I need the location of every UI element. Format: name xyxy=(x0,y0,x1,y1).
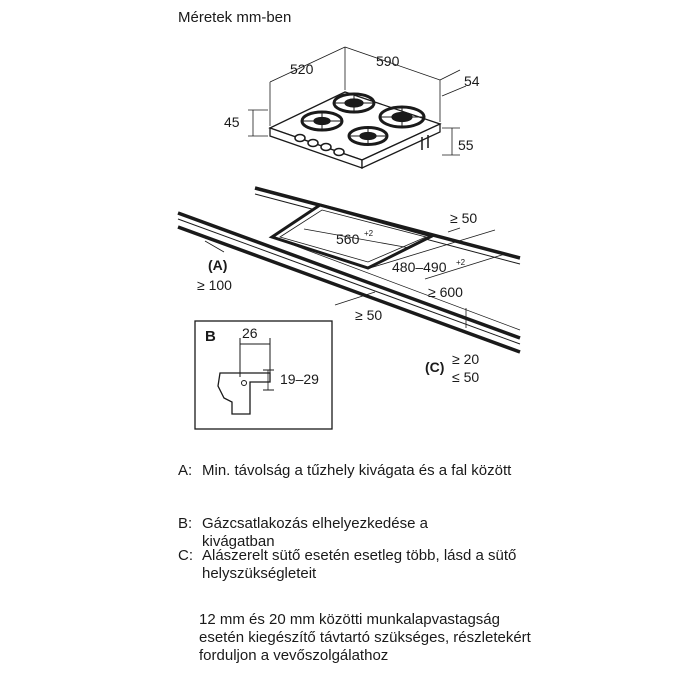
detail-b-offset-label: 26 xyxy=(242,325,258,341)
hob-back-height-label: 55 xyxy=(458,137,474,153)
burner-front-left xyxy=(300,110,344,132)
clearance-a-label: ≥ 100 xyxy=(197,277,232,293)
legend-item-b: B: Gázcsatlakozás elhelyezkedése a kivág… xyxy=(178,515,487,551)
label-a: (A) xyxy=(208,257,227,273)
cutout-depth-label: 480–490 xyxy=(392,259,447,275)
hob-illustration xyxy=(268,91,442,170)
legend-text: Min. távolság a tűzhely kivágata és a fa… xyxy=(202,462,512,479)
cutout-dimension-lines xyxy=(204,227,506,328)
clearance-front-label: ≥ 50 xyxy=(355,307,382,323)
legend-key: B: xyxy=(178,515,193,532)
cutout-depth-tolerance: +2 xyxy=(456,258,466,267)
clearance-side-label: ≥ 600 xyxy=(428,284,463,300)
clearance-back-label: ≥ 50 xyxy=(450,210,477,226)
cutout-width-label: 560 xyxy=(336,231,360,247)
burner-back-left xyxy=(332,92,376,114)
detail-b-box: B 26 19–29 xyxy=(194,320,333,430)
diagram-title: Méretek mm-ben xyxy=(178,9,291,26)
hob-depth-label: 520 xyxy=(290,61,314,77)
legend-key: A: xyxy=(178,462,193,479)
detail-b-range-label: 19–29 xyxy=(280,371,319,387)
hob-width-label: 590 xyxy=(376,53,400,69)
legend-key: C: xyxy=(178,547,193,564)
clearance-c-min-label: ≥ 20 xyxy=(452,351,479,367)
cutout xyxy=(268,203,437,270)
legend-item-a: A: Min. távolság a tűzhely kivágata és a… xyxy=(178,462,532,480)
label-c: (C) xyxy=(425,359,444,375)
legend-text: Alászerelt sütő esetén esetleg több, lás… xyxy=(202,547,517,582)
detail-b-label: B xyxy=(205,328,216,345)
cutout-width-tolerance: +2 xyxy=(364,229,374,238)
burner-back-right xyxy=(378,105,426,129)
hob-side-offset-label: 54 xyxy=(464,73,480,89)
legend-item-c: C: Alászerelt sütő esetén esetleg több, … xyxy=(178,547,522,583)
hob-dimension-lines xyxy=(248,46,467,156)
hob-height-label: 45 xyxy=(224,114,240,130)
installation-note: 12 mm és 20 mm közötti munkalapvastagság… xyxy=(199,611,531,664)
control-knobs xyxy=(294,133,345,157)
clearance-c-max-label: ≤ 50 xyxy=(452,369,479,385)
burner-front-right xyxy=(347,126,389,146)
legend-text: Gázcsatlakozás elhelyezkedése a kivágatb… xyxy=(202,515,428,550)
